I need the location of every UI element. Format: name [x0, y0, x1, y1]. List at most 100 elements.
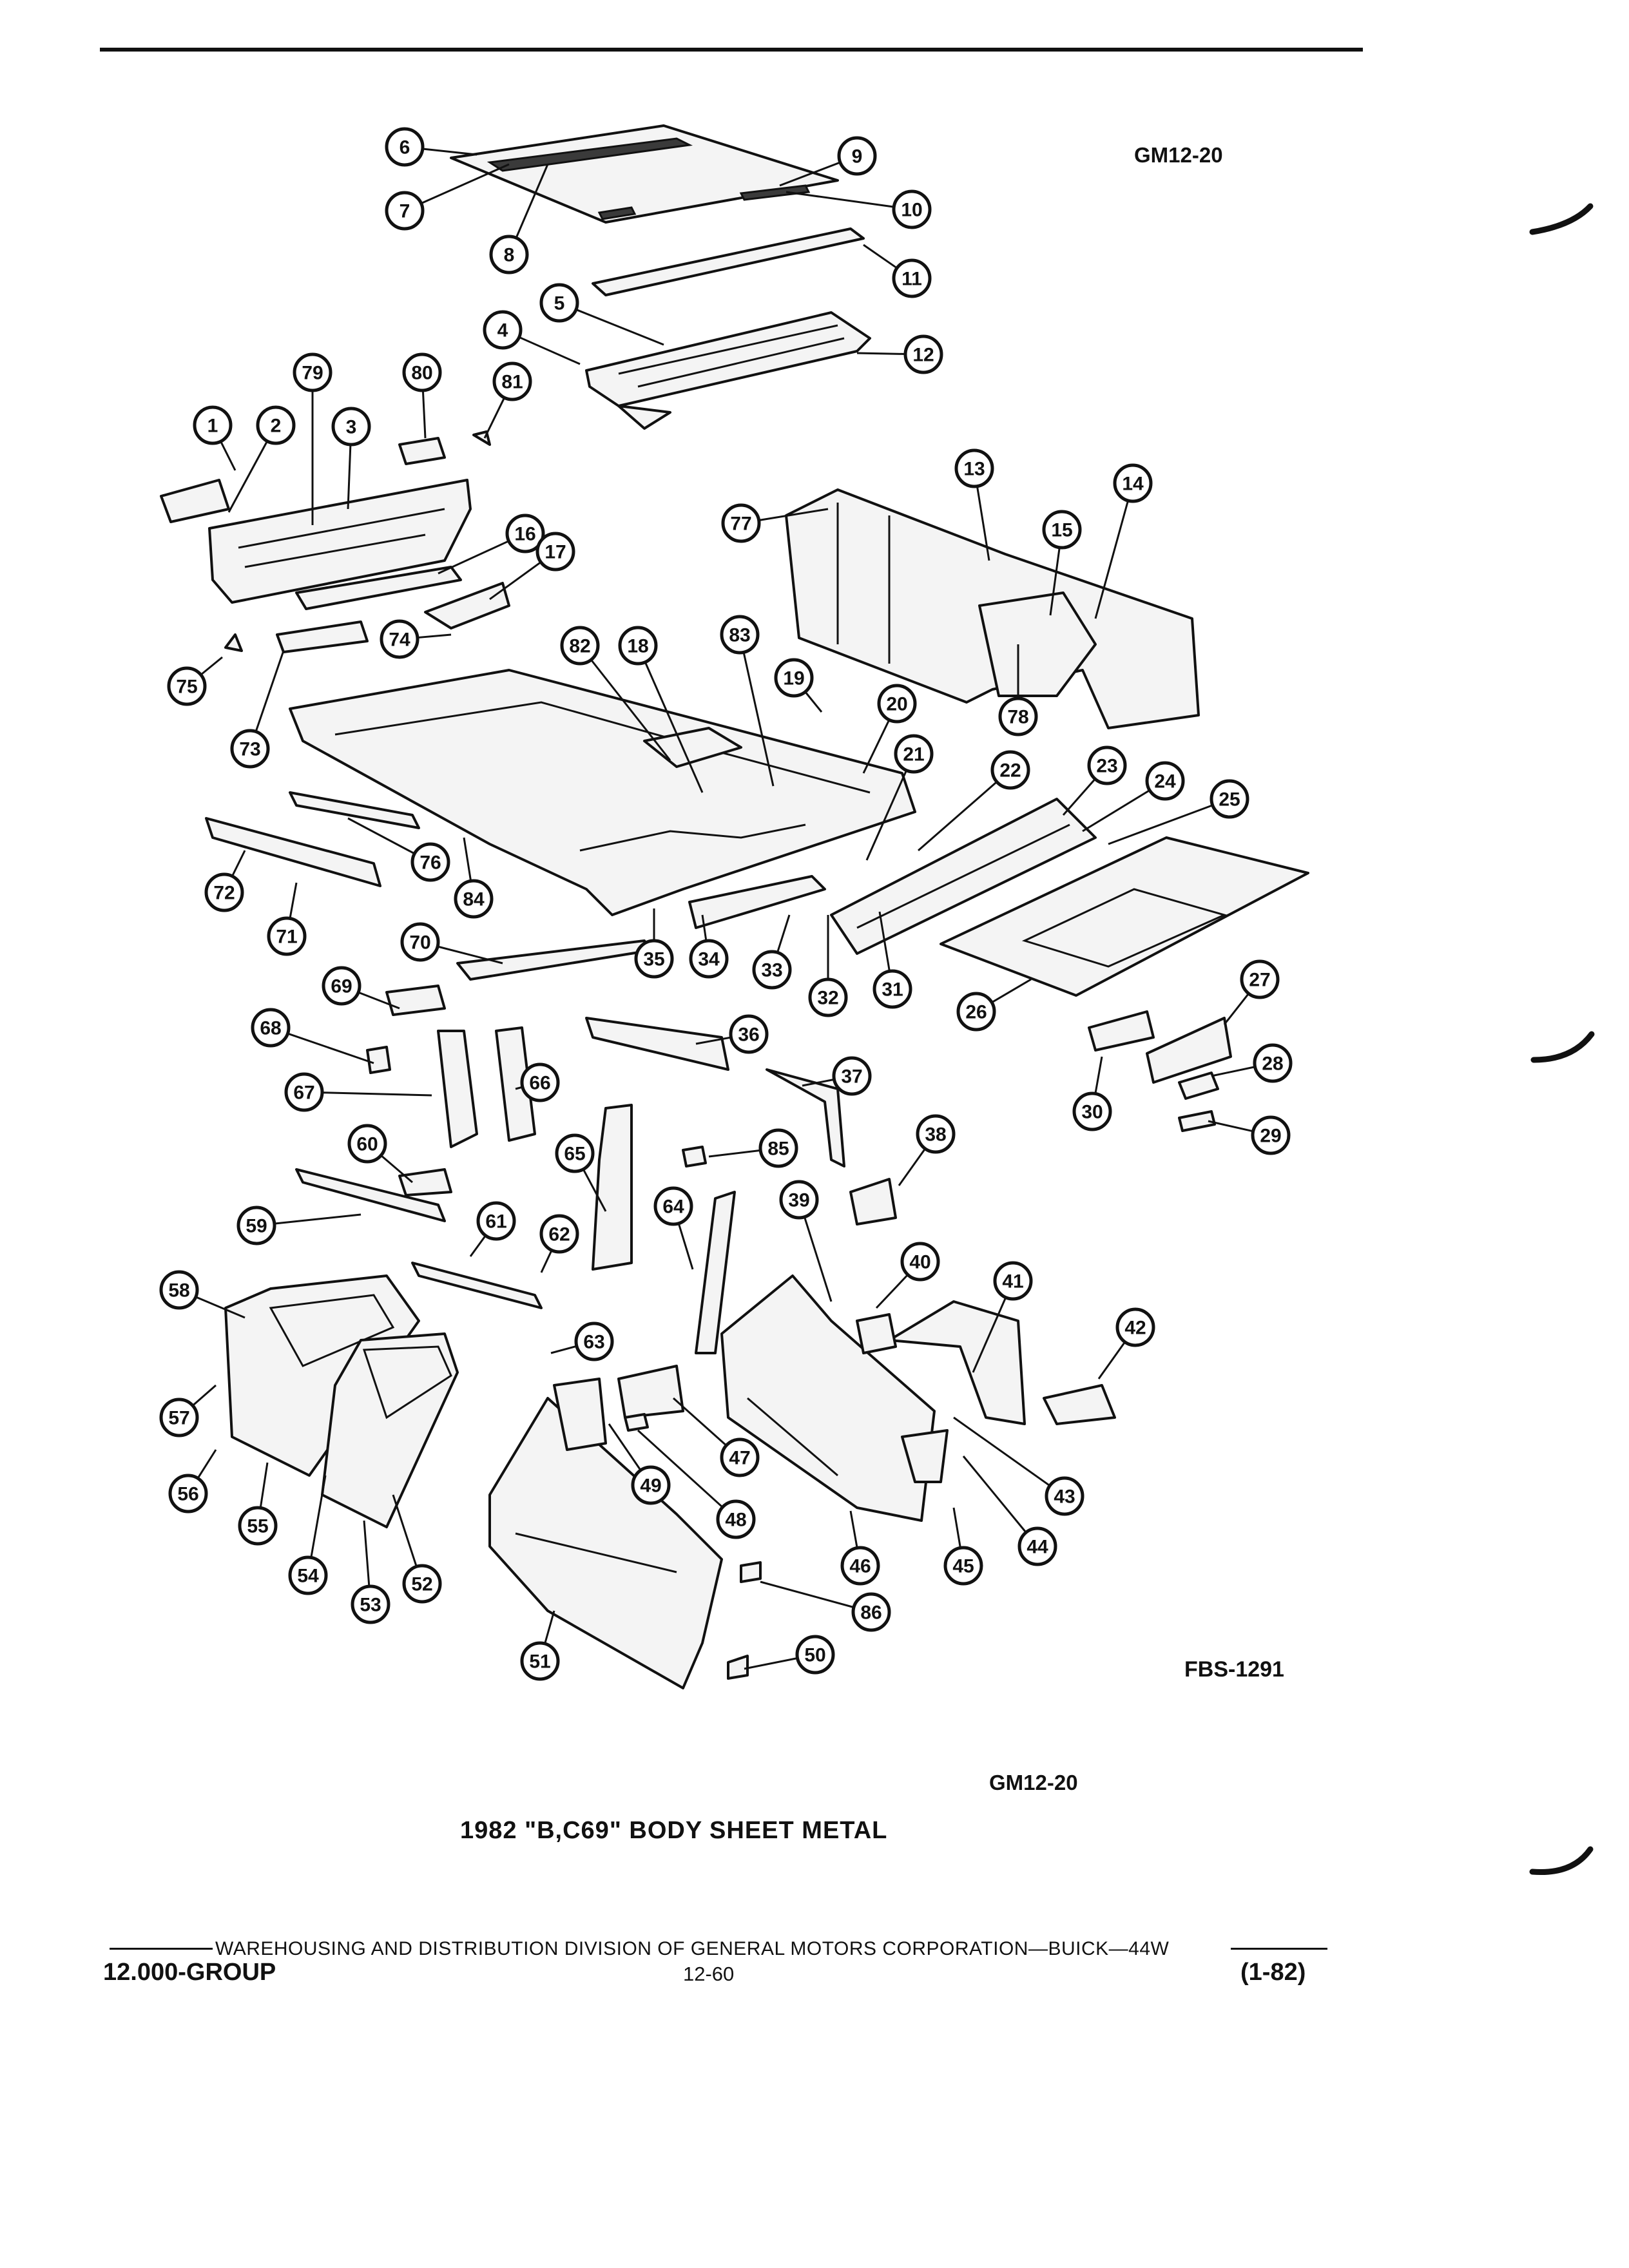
- callout-number: 86: [860, 1602, 882, 1624]
- leader-line-58: [195, 1296, 246, 1319]
- leader-line-9: [779, 161, 841, 187]
- callout-number: 10: [901, 200, 922, 221]
- callout-number: 32: [817, 988, 838, 1009]
- callout-number: 6: [400, 137, 410, 159]
- callout-46: 46: [840, 1510, 880, 1586]
- callout-number: 66: [529, 1073, 550, 1094]
- small-brackets: [366, 985, 707, 1168]
- callout-62: 62: [539, 1214, 579, 1273]
- callout-number: 53: [360, 1595, 381, 1616]
- callout-45: 45: [943, 1507, 983, 1586]
- leader-line-46: [849, 1510, 858, 1548]
- callout-number: 73: [239, 739, 260, 760]
- callout-number: 69: [331, 976, 352, 997]
- leader-line-52: [392, 1494, 418, 1567]
- leader-line-53: [363, 1520, 371, 1587]
- callout-44: 44: [962, 1456, 1057, 1566]
- callout-number: 8: [504, 245, 515, 266]
- callout-number: 9: [852, 146, 863, 168]
- callout-14: 14: [1094, 463, 1153, 619]
- rocker-sill-panels: [205, 791, 420, 887]
- callout-number: 50: [804, 1645, 825, 1666]
- front-fender-assembly: [720, 1178, 1116, 1522]
- leader-line-23: [1062, 778, 1096, 816]
- callout-number: 43: [1054, 1486, 1075, 1508]
- trunk-lid: [940, 836, 1309, 997]
- callout-66: 66: [515, 1062, 560, 1102]
- callout-47: 47: [673, 1397, 760, 1477]
- callout-number: 11: [901, 269, 922, 290]
- callout-3: 3: [331, 407, 371, 510]
- callout-number: 42: [1124, 1318, 1146, 1339]
- callout-9: 9: [779, 136, 877, 187]
- callout-78: 78: [998, 644, 1038, 736]
- leader-line-82: [590, 659, 671, 761]
- callout-57: 57: [159, 1384, 217, 1437]
- callout-number: 38: [925, 1124, 946, 1146]
- callout-35: 35: [634, 908, 674, 979]
- leader-line-11: [863, 244, 898, 269]
- callout-number: 77: [730, 514, 751, 535]
- callout-number: 19: [783, 668, 804, 689]
- callout-number: 17: [545, 542, 566, 563]
- leader-line-22: [918, 781, 998, 852]
- callout-59: 59: [236, 1206, 361, 1245]
- callout-number: 16: [514, 524, 535, 545]
- callout-number: 34: [698, 949, 720, 970]
- leader-line-47: [673, 1397, 728, 1446]
- leader-line-30: [1094, 1056, 1103, 1094]
- leader-line-48: [637, 1429, 724, 1508]
- callout-13: 13: [954, 448, 994, 561]
- leader-line-4: [519, 336, 581, 365]
- callout-49: 49: [608, 1423, 671, 1505]
- callout-number: 45: [952, 1556, 974, 1577]
- leader-line-15: [1049, 547, 1061, 616]
- callout-number: 61: [485, 1211, 506, 1233]
- callout-number: 36: [738, 1024, 759, 1046]
- callout-12: 12: [856, 334, 943, 374]
- callout-52: 52: [392, 1494, 442, 1604]
- cowl-brackets: [224, 430, 510, 653]
- floor-pan: [289, 669, 916, 916]
- callout-61: 61: [469, 1201, 516, 1257]
- leader-line-20: [862, 719, 891, 774]
- leader-line-36: [695, 1036, 731, 1045]
- callout-number: 27: [1249, 970, 1270, 991]
- callout-68: 68: [251, 1008, 374, 1064]
- callout-number: 82: [569, 636, 590, 657]
- callout-number: 85: [767, 1139, 789, 1160]
- callout-21: 21: [865, 734, 934, 861]
- leader-line-84: [463, 837, 472, 881]
- leader-line-64: [677, 1223, 694, 1270]
- leader-line-13: [976, 486, 990, 561]
- callout-85: 85: [708, 1128, 798, 1168]
- callout-number: 47: [729, 1448, 750, 1469]
- callout-number: 20: [886, 694, 907, 715]
- callout-30: 30: [1072, 1056, 1112, 1131]
- callout-number: 15: [1051, 520, 1072, 541]
- callout-73: 73: [230, 650, 285, 769]
- callout-54: 54: [288, 1475, 328, 1595]
- callout-number: 2: [271, 416, 282, 437]
- leader-line-77: [758, 508, 829, 521]
- package-shelf-panel: [585, 311, 871, 430]
- leader-line-25: [1108, 804, 1213, 845]
- rear-end-panel: [688, 798, 1097, 955]
- callout-38: 38: [898, 1114, 956, 1186]
- leader-line-73: [255, 650, 285, 732]
- leader-line-80: [421, 390, 427, 439]
- callout-number: 30: [1081, 1102, 1103, 1123]
- callout-31: 31: [872, 911, 912, 1009]
- leader-line-68: [287, 1032, 374, 1064]
- callout-number: 74: [389, 629, 410, 651]
- callout-number: 37: [841, 1066, 862, 1088]
- callout-number: 58: [168, 1280, 189, 1302]
- callout-8: 8: [489, 164, 549, 274]
- figure-code-bottom: GM12-20: [989, 1771, 1078, 1794]
- callout-number: 44: [1027, 1537, 1048, 1558]
- callout-33: 33: [752, 914, 792, 990]
- callout-15: 15: [1042, 510, 1082, 616]
- leader-line-39: [804, 1216, 833, 1302]
